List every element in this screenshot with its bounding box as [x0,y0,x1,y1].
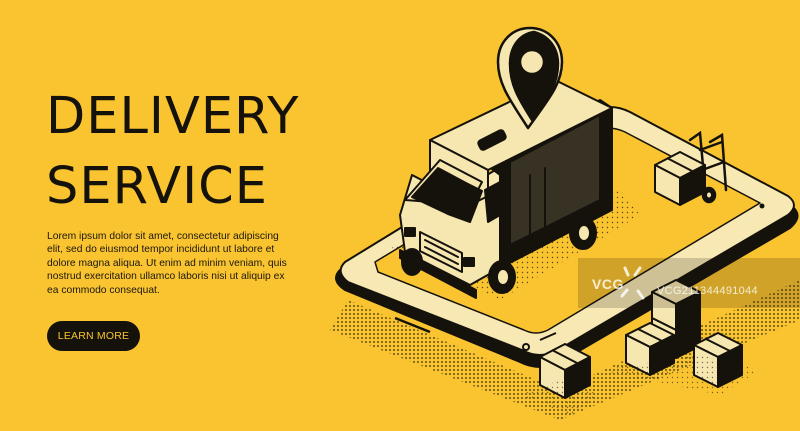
parcel-box-small [539,343,591,399]
watermark-logo-mark [620,266,645,300]
parcel-box [654,151,706,206]
watermark-band [578,258,800,308]
watermark-id: VCG211344491044 [657,285,758,297]
description-text: Lorem ipsum dolor sit amet, consectetur … [47,231,287,296]
title-line-2: SERVICE [46,157,269,216]
delivery-van [399,79,613,299]
learn-more-button[interactable]: LEARN MORE [47,321,140,351]
page-title: DELIVERY SERVICE [46,82,299,222]
watermark-logo: VCG [592,276,624,292]
title-line-1: DELIVERY [46,87,300,146]
map-pin-icon [496,26,564,130]
